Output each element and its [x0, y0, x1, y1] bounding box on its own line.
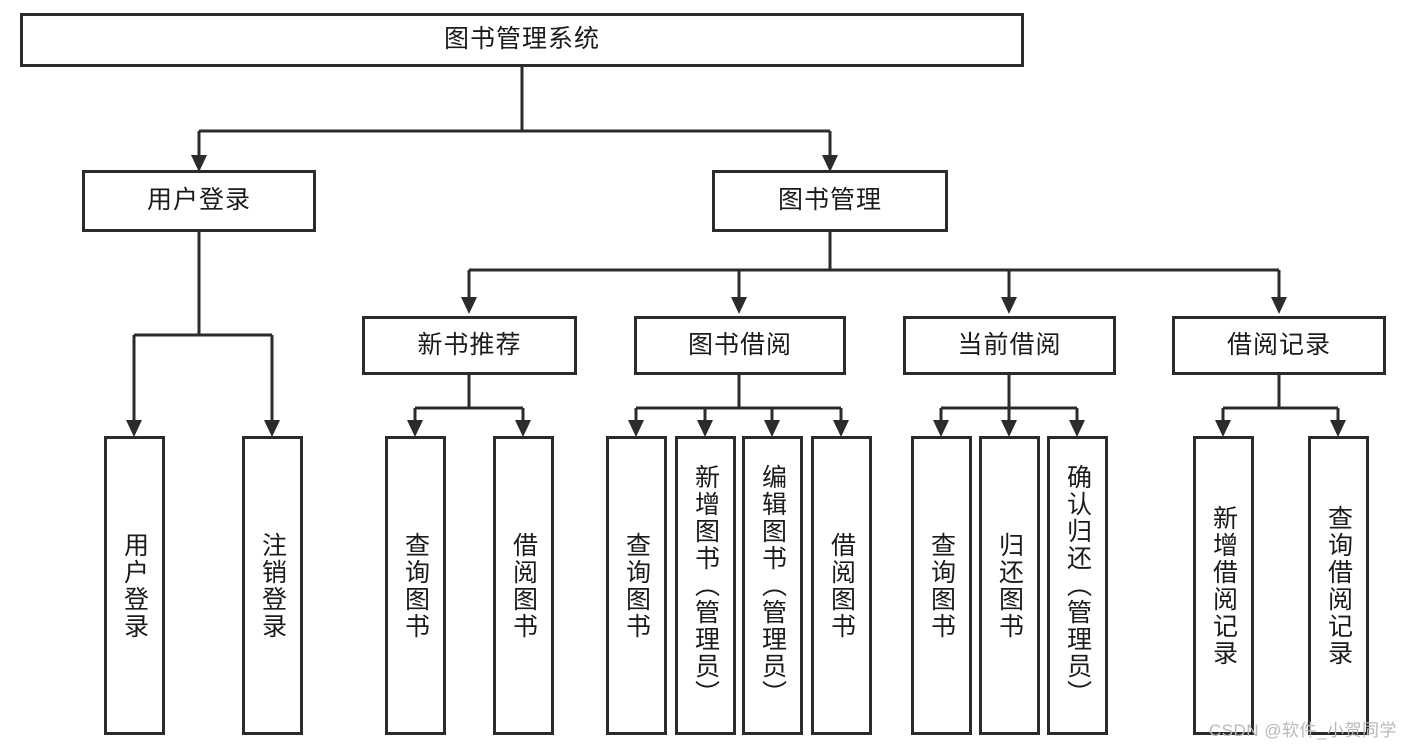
node-label: 新增图书（管理员）	[691, 464, 720, 707]
node-book-borrow[interactable]: 图书借阅	[634, 316, 846, 375]
leaf-record-add-record[interactable]: 新增借阅记录	[1193, 436, 1254, 735]
node-user-login[interactable]: 用户登录	[82, 170, 316, 232]
node-new-book-recommend[interactable]: 新书推荐	[362, 316, 577, 375]
leaf-current-query-book[interactable]: 查询图书	[911, 436, 972, 735]
node-label: 查询图书	[622, 531, 651, 640]
leaf-user-login-signout[interactable]: 注销登录	[242, 436, 303, 735]
leaf-borrow-edit-book-admin[interactable]: 编辑图书（管理员）	[742, 436, 803, 735]
node-label: 图书管理	[777, 186, 882, 215]
node-label: 图书管理系统	[443, 25, 600, 54]
node-book-management[interactable]: 图书管理	[712, 170, 948, 232]
node-label: 当前借阅	[957, 330, 1062, 359]
node-label: 查询图书	[927, 531, 956, 640]
node-label: 注销登录	[258, 531, 287, 640]
node-label: 借阅记录	[1226, 330, 1331, 359]
leaf-recommend-query-book[interactable]: 查询图书	[385, 436, 446, 735]
node-label: 编辑图书（管理员）	[758, 464, 787, 707]
node-label: 借阅图书	[827, 531, 856, 640]
node-borrow-record[interactable]: 借阅记录	[1172, 316, 1386, 375]
node-label: 新书推荐	[417, 330, 522, 359]
node-label: 查询图书	[401, 531, 430, 640]
watermark-text: CSDN @软件_小贺同学	[1208, 721, 1397, 740]
node-label: 用户登录	[146, 186, 251, 215]
node-label: 借阅图书	[509, 531, 538, 640]
node-label: 用户登录	[120, 531, 149, 640]
node-root-system[interactable]: 图书管理系统	[20, 13, 1024, 67]
node-label: 查询借阅记录	[1324, 504, 1353, 667]
leaf-borrow-add-book-admin[interactable]: 新增图书（管理员）	[675, 436, 736, 735]
node-label: 新增借阅记录	[1209, 504, 1238, 667]
node-label: 图书借阅	[687, 330, 792, 359]
leaf-current-confirm-return-admin[interactable]: 确认归还（管理员）	[1047, 436, 1108, 735]
leaf-current-return-book[interactable]: 归还图书	[979, 436, 1040, 735]
node-current-borrow[interactable]: 当前借阅	[903, 316, 1116, 375]
leaf-borrow-borrow-book[interactable]: 借阅图书	[811, 436, 872, 735]
node-label: 归还图书	[995, 531, 1024, 640]
leaf-borrow-query-book[interactable]: 查询图书	[606, 436, 667, 735]
node-label: 确认归还（管理员）	[1063, 464, 1092, 707]
leaf-recommend-borrow-book[interactable]: 借阅图书	[493, 436, 554, 735]
leaf-record-query-record[interactable]: 查询借阅记录	[1308, 436, 1369, 735]
leaf-user-login-signin[interactable]: 用户登录	[104, 436, 165, 735]
